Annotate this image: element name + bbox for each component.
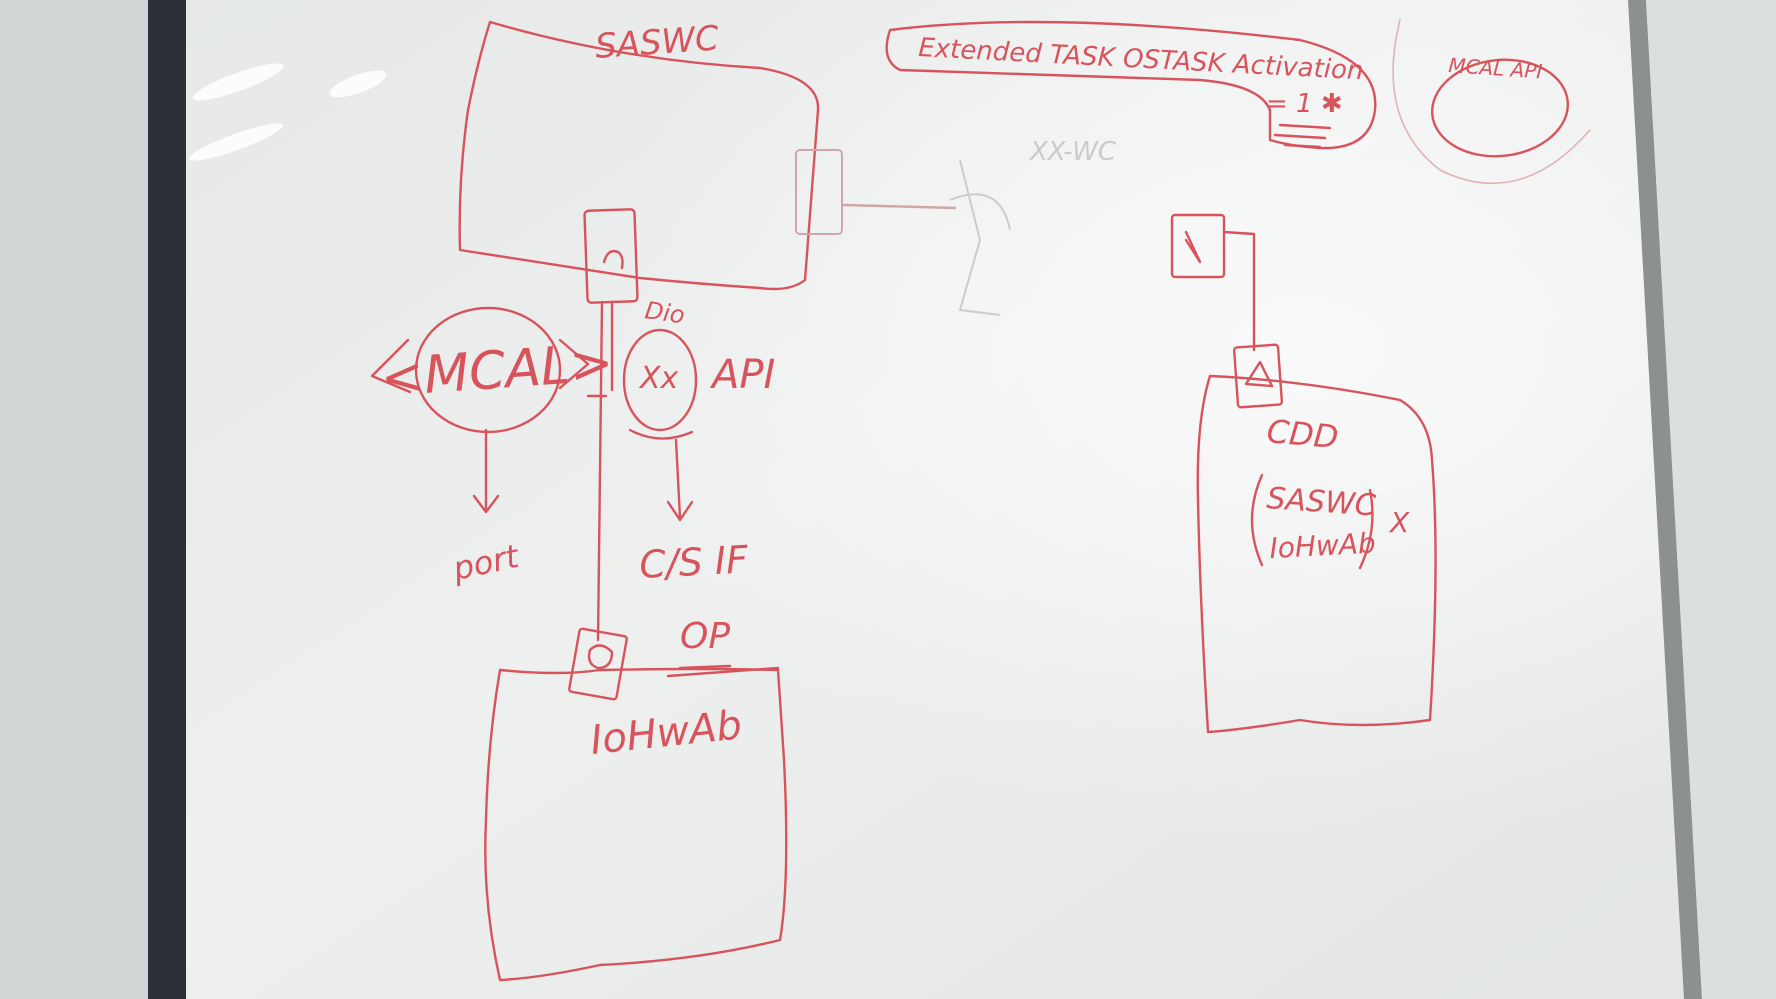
label-cdd-iohwab: IoHwAb — [1269, 526, 1377, 565]
mcal-api-circle — [1430, 58, 1570, 158]
label-dio: Dio — [643, 296, 686, 329]
cdd-top-port — [1170, 213, 1226, 279]
label-api: API — [709, 352, 775, 398]
board-frame-right — [1628, 0, 1702, 999]
arrow-to-csif — [666, 438, 694, 522]
saswc-box — [458, 20, 820, 291]
label-cdd-x: X — [1388, 506, 1410, 539]
label-cs-if: C/S IF — [638, 537, 750, 587]
label-cdd-saswc: SASWC — [1265, 481, 1376, 524]
board-frame-left — [148, 0, 188, 999]
iohwab-box — [484, 667, 788, 982]
svg-text:XX-WC: XX-WC — [1028, 137, 1117, 167]
board-glare — [186, 0, 1692, 999]
wall-left — [0, 0, 150, 999]
wall-right — [1646, 0, 1776, 999]
light-reflections — [188, 63, 387, 161]
diagram-strokes — [370, 19, 1591, 982]
faint-erased-marks: XX-WC — [949, 137, 1117, 316]
label-op: OP — [680, 616, 730, 657]
xx-circle — [622, 328, 698, 432]
label-cdd: CDD — [1265, 412, 1340, 456]
cdd-box — [1196, 374, 1437, 734]
label-saswc-top: SASWC — [594, 18, 721, 67]
label-task-eq: = 1 ✱ — [1266, 89, 1343, 119]
mcal-circle — [414, 306, 562, 434]
cdd-port — [1232, 343, 1284, 409]
iohwab-port — [568, 627, 628, 701]
arrow-to-port — [472, 428, 500, 514]
label-xx: Xx — [638, 361, 679, 396]
